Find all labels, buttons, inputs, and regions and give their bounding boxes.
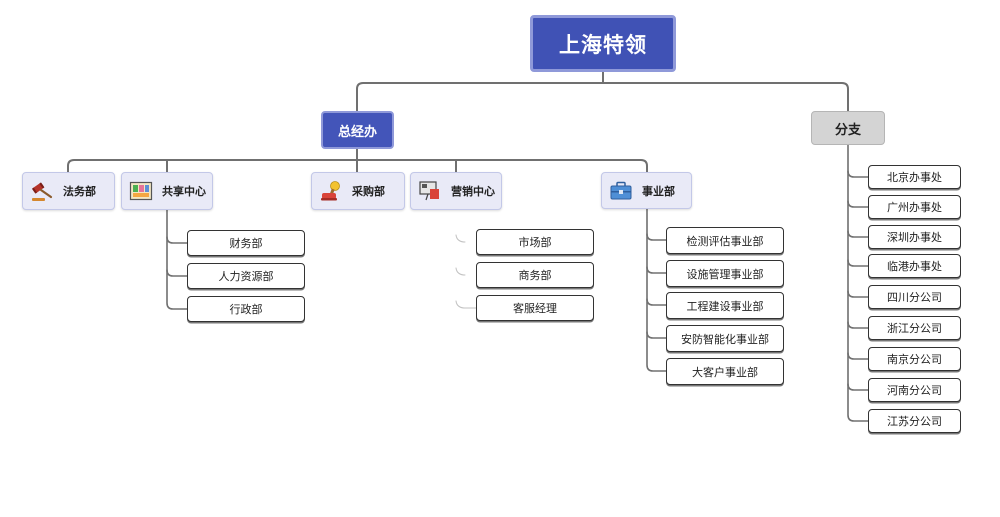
topic-label: 检测评估事业部 bbox=[686, 234, 764, 248]
topic-facility-management[interactable]: 设施管理事业部 bbox=[666, 260, 784, 287]
topic-business-affairs[interactable]: 商务部 bbox=[476, 262, 594, 288]
topic-inspection-assessment[interactable]: 检测评估事业部 bbox=[666, 227, 784, 254]
root-topic-label: 上海特领 bbox=[559, 32, 647, 57]
topic-label: 河南分公司 bbox=[887, 384, 942, 397]
topic-label: 行政部 bbox=[229, 303, 263, 316]
topic-beijing-office[interactable]: 北京办事处 bbox=[868, 165, 961, 189]
topic-label: 市场部 bbox=[518, 236, 552, 249]
topic-label: 工程建设事业部 bbox=[686, 299, 764, 313]
connector-business-children bbox=[646, 208, 667, 372]
topic-label: 分支 bbox=[834, 122, 861, 138]
topic-purchasing-department[interactable]: 采购部 bbox=[311, 172, 405, 210]
topic-engineering-construction[interactable]: 工程建设事业部 bbox=[666, 292, 784, 319]
topic-label: 临港办事处 bbox=[887, 260, 942, 273]
topic-label: 法务部 bbox=[63, 185, 96, 198]
bookshelf-icon bbox=[129, 180, 153, 202]
topic-label: 南京分公司 bbox=[887, 353, 942, 366]
connector-marketing-children bbox=[455, 234, 466, 243]
connector-branch-children bbox=[847, 144, 869, 422]
topic-label: 四川分公司 bbox=[887, 291, 942, 304]
topic-label: 人力资源部 bbox=[218, 270, 274, 283]
presentation-board-icon bbox=[418, 180, 442, 202]
topic-general-office[interactable]: 总经办 bbox=[321, 111, 394, 149]
root-topic[interactable]: 上海特领 bbox=[530, 15, 676, 72]
topic-label: 营销中心 bbox=[451, 185, 495, 198]
topic-lingang-office[interactable]: 临港办事处 bbox=[868, 254, 961, 278]
topic-marketing[interactable]: 市场部 bbox=[476, 229, 594, 255]
briefcase-icon bbox=[609, 180, 633, 202]
topic-key-accounts[interactable]: 大客户事业部 bbox=[666, 358, 784, 385]
topic-label: 深圳办事处 bbox=[887, 231, 942, 244]
topic-label: 安防智能化事业部 bbox=[681, 332, 769, 346]
topic-label: 设施管理事业部 bbox=[686, 267, 764, 281]
topic-label: 事业部 bbox=[642, 184, 675, 198]
topic-label: 江苏分公司 bbox=[887, 415, 942, 428]
stamp-icon bbox=[319, 180, 343, 202]
connector-office-departments bbox=[67, 159, 648, 173]
topic-guangzhou-office[interactable]: 广州办事处 bbox=[868, 195, 961, 219]
topic-legal-department[interactable]: 法务部 bbox=[22, 172, 115, 210]
topic-jiangsu-branch[interactable]: 江苏分公司 bbox=[868, 409, 961, 433]
topic-human-resources[interactable]: 人力资源部 bbox=[187, 263, 305, 289]
topic-henan-branch[interactable]: 河南分公司 bbox=[868, 378, 961, 402]
topic-security-intelligence[interactable]: 安防智能化事业部 bbox=[666, 325, 784, 352]
topic-label: 共享中心 bbox=[162, 185, 206, 198]
connector-shared-children bbox=[166, 209, 188, 310]
topic-finance[interactable]: 财务部 bbox=[187, 230, 305, 256]
gavel-icon bbox=[30, 180, 54, 202]
topic-label: 大客户事业部 bbox=[692, 365, 758, 379]
topic-sichuan-branch[interactable]: 四川分公司 bbox=[868, 285, 961, 309]
topic-label: 采购部 bbox=[352, 185, 385, 198]
topic-administration[interactable]: 行政部 bbox=[187, 296, 305, 322]
topic-customer-service-manager[interactable]: 客服经理 bbox=[476, 295, 594, 321]
topic-label: 客服经理 bbox=[513, 302, 557, 315]
topic-label: 财务部 bbox=[229, 237, 263, 250]
topic-label: 商务部 bbox=[518, 269, 552, 282]
topic-nanjing-branch[interactable]: 南京分公司 bbox=[868, 347, 961, 371]
topic-business-units[interactable]: 事业部 bbox=[601, 172, 692, 209]
topic-shenzhen-office[interactable]: 深圳办事处 bbox=[868, 225, 961, 249]
topic-branch-offices[interactable]: 分支 bbox=[811, 111, 885, 145]
topic-label: 北京办事处 bbox=[887, 171, 942, 184]
connector-root-level1 bbox=[356, 82, 849, 112]
topic-label: 总经办 bbox=[337, 124, 377, 140]
topic-marketing-center[interactable]: 营销中心 bbox=[410, 172, 502, 210]
topic-shared-center[interactable]: 共享中心 bbox=[121, 172, 213, 210]
topic-label: 广州办事处 bbox=[887, 201, 942, 214]
topic-label: 浙江分公司 bbox=[887, 322, 942, 335]
topic-zhejiang-branch[interactable]: 浙江分公司 bbox=[868, 316, 961, 340]
